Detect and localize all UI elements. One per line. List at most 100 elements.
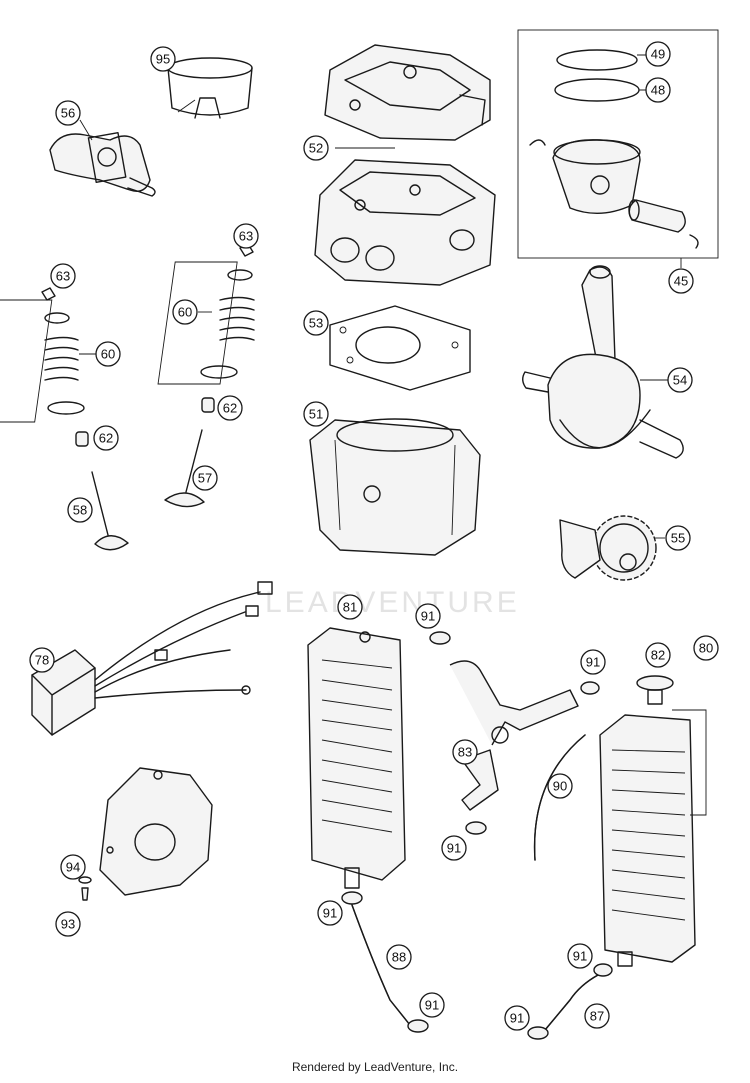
part-valve-keeper-left[interactable] [41,287,56,301]
callout-82: 82 [645,642,671,668]
svg-text:57: 57 [198,471,212,486]
svg-text:88: 88 [392,950,406,965]
svg-text:91: 91 [586,655,600,670]
svg-text:63: 63 [239,229,253,244]
svg-text:78: 78 [35,653,49,668]
callout-52: 52 [303,135,329,161]
svg-text:91: 91 [573,949,587,964]
part-washer[interactable] [78,876,92,884]
part-cylinder[interactable] [309,418,481,556]
part-camshaft[interactable] [49,132,156,197]
part-valve-cover[interactable] [324,44,491,141]
part-screw[interactable] [81,887,89,901]
part-hose-clamp[interactable] [407,1019,429,1033]
leader-80 [672,709,707,816]
callout-51: 51 [303,401,329,427]
part-alternator-cover[interactable] [99,767,213,896]
part-hose-90[interactable] [533,734,586,861]
part-valve-spring-right[interactable] [200,269,255,379]
callout-62-right: 62 [217,395,243,421]
svg-text:52: 52 [309,141,323,156]
callout-53: 53 [303,310,329,336]
part-hose-clamp[interactable] [429,631,451,645]
callout-60-right: 60 [172,299,198,325]
svg-text:93: 93 [61,917,75,932]
svg-text:48: 48 [651,83,665,98]
part-hose-clamp[interactable] [580,681,600,695]
watermark-text: LEADVENTURE [265,586,520,619]
callout-87: 87 [584,1003,610,1029]
part-piston-circlip-right[interactable] [689,234,699,249]
callout-91-a: 91 [415,603,441,629]
part-hose-clamp[interactable] [341,891,363,905]
part-clamp-band[interactable] [167,57,253,119]
svg-text:55: 55 [671,531,685,546]
part-hose-upper-t[interactable] [449,660,579,746]
callout-90: 90 [547,773,573,799]
svg-text:60: 60 [101,347,115,362]
callout-91-f: 91 [567,943,593,969]
svg-text:91: 91 [510,1011,524,1026]
svg-text:94: 94 [66,860,80,875]
spring-set-box-right [157,261,238,385]
part-hose-87[interactable] [544,974,599,1031]
svg-text:63: 63 [56,269,70,284]
callout-63-left: 63 [50,263,76,289]
svg-text:95: 95 [156,52,170,67]
svg-text:91: 91 [447,841,461,856]
part-ecu-wiring-harness[interactable] [31,581,273,736]
svg-text:81: 81 [343,600,357,615]
svg-text:91: 91 [425,998,439,1013]
callout-54: 54 [667,367,693,393]
svg-text:54: 54 [673,373,687,388]
callout-62-left: 62 [93,425,119,451]
part-exhaust-valve[interactable] [164,429,205,508]
callout-55: 55 [665,525,691,551]
part-hose-clamp[interactable] [465,821,487,835]
callout-94: 94 [60,854,86,880]
part-intake-valve[interactable] [91,471,129,551]
callout-57: 57 [192,465,218,491]
callout-88: 88 [386,944,412,970]
svg-text:62: 62 [99,431,113,446]
svg-text:90: 90 [553,779,567,794]
part-hose-88[interactable] [351,904,411,1026]
callout-45: 45 [668,268,694,294]
part-radiator-cap[interactable] [636,675,674,705]
callout-56: 56 [55,100,81,126]
callout-63-right: 63 [233,223,259,249]
svg-text:58: 58 [73,503,87,518]
callout-91-b: 91 [580,649,606,675]
part-hose-clamp[interactable] [593,963,613,977]
part-piston[interactable] [552,139,641,215]
piston-kit-box [517,29,719,259]
svg-text:87: 87 [590,1009,604,1024]
part-valve-spring-left[interactable] [44,312,85,415]
part-radiator-right[interactable] [599,714,696,967]
part-hose-clamp[interactable] [527,1026,549,1040]
part-piston-ring-top[interactable] [556,49,638,71]
part-valve-stem-seal-right[interactable] [201,397,215,413]
part-radiator-left[interactable] [307,627,406,889]
part-head-gasket[interactable] [329,305,471,391]
part-piston-circlip-left[interactable] [529,139,546,146]
part-piston-pin[interactable] [628,199,686,233]
part-balancer-gear[interactable] [559,515,657,581]
part-crankshaft[interactable] [522,265,684,459]
callout-49: 49 [645,41,671,67]
callout-91-e: 91 [419,992,445,1018]
svg-text:83: 83 [458,745,472,760]
part-valve-stem-seal-left[interactable] [75,431,89,447]
footer-credit: Rendered by LeadVenture, Inc. [291,1060,459,1074]
svg-text:80: 80 [699,641,713,656]
callout-58: 58 [67,497,93,523]
callout-80: 80 [693,635,719,661]
part-piston-ring-second[interactable] [554,78,640,102]
svg-text:60: 60 [178,305,192,320]
callout-83: 83 [452,739,478,765]
part-cylinder-head[interactable] [314,159,496,286]
part-hose-83[interactable] [461,749,499,811]
callout-91-d: 91 [317,900,343,926]
svg-text:82: 82 [651,648,665,663]
